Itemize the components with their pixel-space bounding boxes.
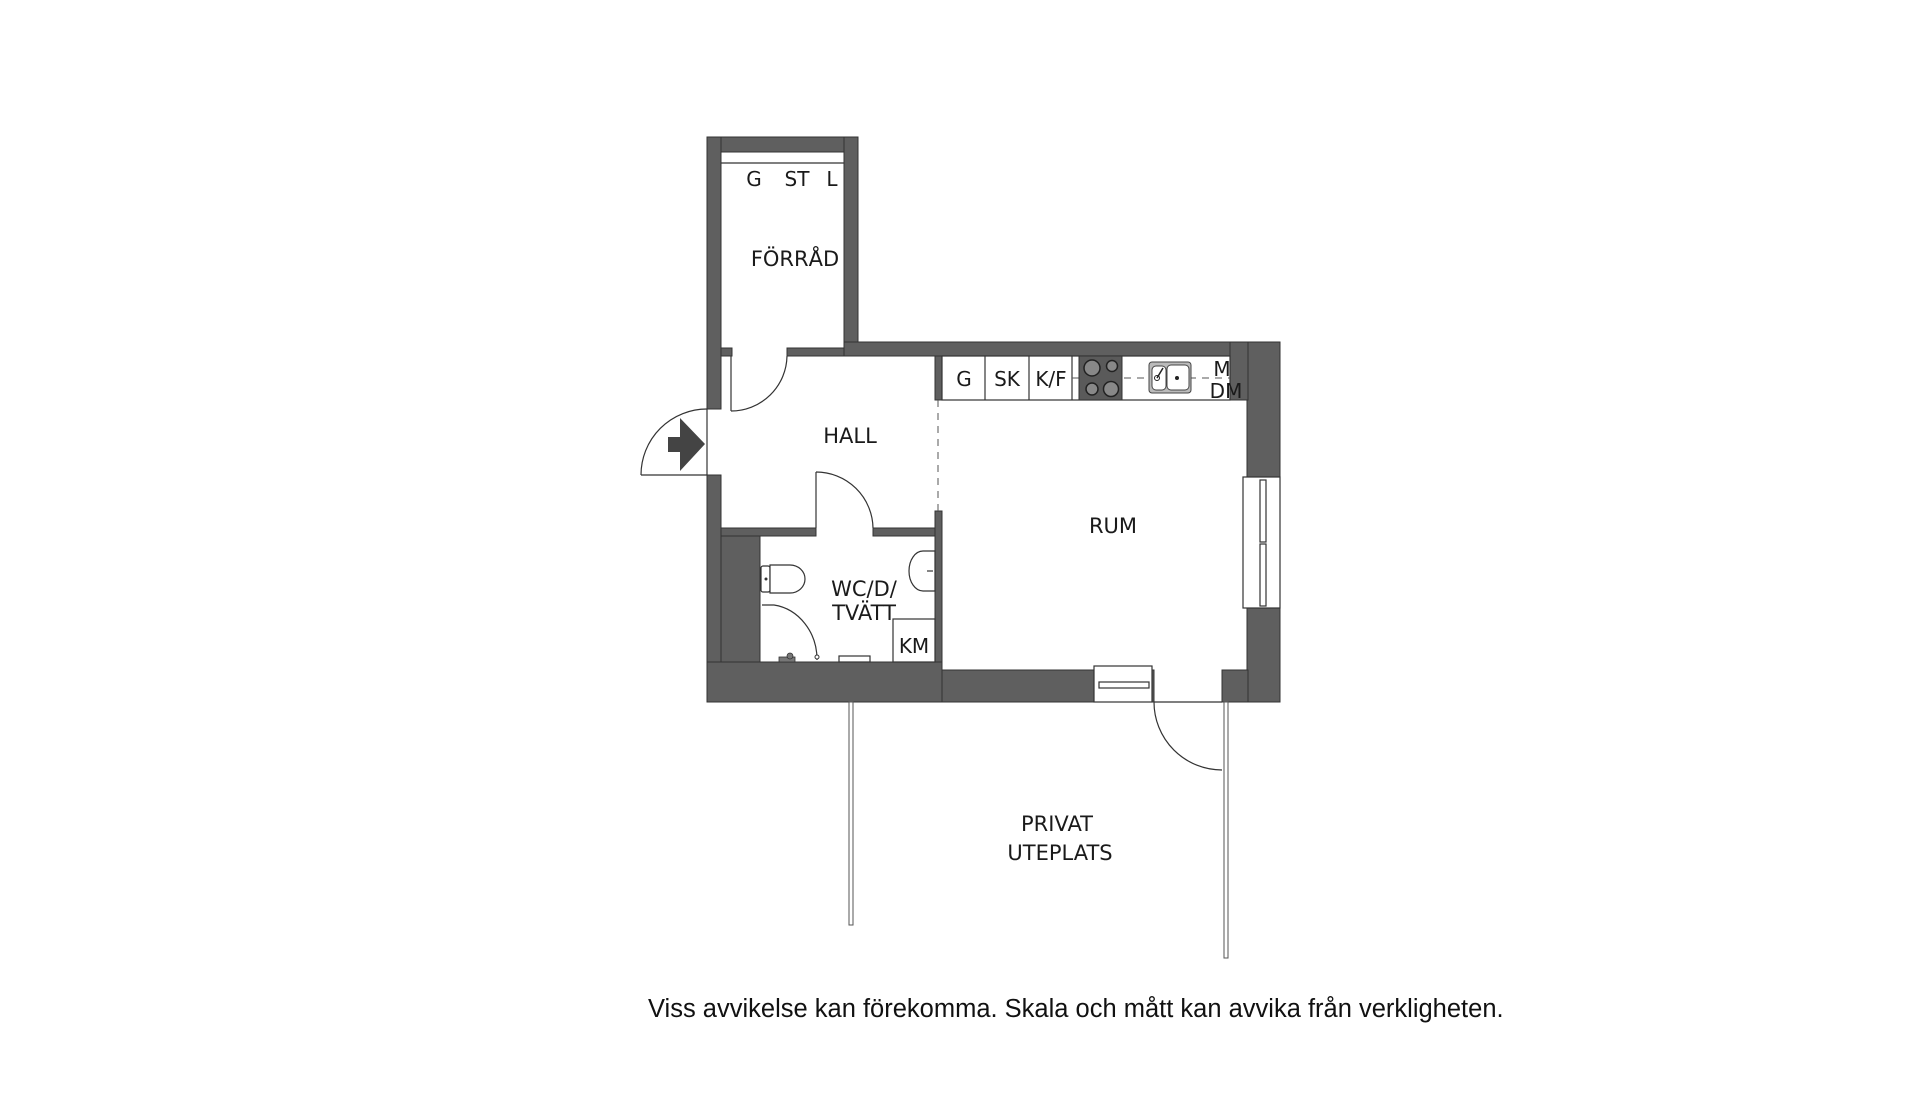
storage-fixture-label: L xyxy=(826,167,838,191)
disclaimer-caption: Viss avvikelse kan förekomma. Skala och … xyxy=(648,995,1504,1023)
bathroom-door xyxy=(815,471,874,529)
microwave-label: M xyxy=(1213,357,1230,381)
room-label-bathroom-2: TVÄTT xyxy=(831,600,896,625)
hall-wc-wall-left xyxy=(720,527,817,537)
shower-head-icon xyxy=(778,652,796,663)
storage-bottom-wall-left xyxy=(720,347,733,357)
walls xyxy=(706,136,1281,703)
entrance-arrow-icon xyxy=(668,418,705,471)
storage-right-wall xyxy=(843,136,859,357)
floor-drain xyxy=(838,655,871,663)
room-label-bathroom-1: WC/D/ xyxy=(831,577,898,601)
area-label-patio-2: UTEPLATS xyxy=(1007,841,1112,865)
washing-machine-label: KM xyxy=(899,634,929,658)
storage-top-wall xyxy=(706,136,859,153)
kitchen-counter xyxy=(941,355,1231,401)
storage-door xyxy=(730,355,788,412)
entry-door xyxy=(640,408,708,476)
main-top-wall xyxy=(843,341,1281,357)
right-wall-upper xyxy=(1246,341,1281,478)
storage-fixture-label: ST xyxy=(785,167,811,191)
area-label-patio-1: PRIVAT xyxy=(1021,812,1093,836)
washing-machine-box xyxy=(892,618,936,663)
dishwasher-label: DM xyxy=(1210,379,1243,403)
bottom-wall-left xyxy=(941,669,1095,703)
sink-icon xyxy=(1148,361,1192,394)
shower-curtain xyxy=(762,604,820,661)
patio-door xyxy=(1153,701,1223,771)
partition-wall xyxy=(934,510,943,671)
wc-bottom-wall xyxy=(706,661,943,703)
room-label-storage: FÖRRÅD xyxy=(751,245,839,271)
kitchen-fixture-label: SK xyxy=(994,367,1021,391)
room-label-room: RUM xyxy=(1089,514,1137,538)
kitchen-fixture-label: K/F xyxy=(1035,367,1066,391)
window-right xyxy=(1242,476,1281,609)
right-wall-lower xyxy=(1246,607,1281,703)
toilet-icon xyxy=(760,564,806,594)
right-wall-corner xyxy=(1221,669,1249,703)
patio-fence-left xyxy=(848,701,854,926)
washbasin-icon xyxy=(908,550,936,592)
window-bottom xyxy=(1093,665,1153,703)
hall-wc-wall-right xyxy=(872,527,943,537)
room-label-hall: HALL xyxy=(823,424,877,448)
patio-fence-right xyxy=(1223,701,1229,959)
kitchen-fixture-label: G xyxy=(956,367,972,391)
storage-fixture-label: G xyxy=(746,167,762,191)
counter-side-wall xyxy=(934,355,943,401)
left-wall-upper xyxy=(706,136,722,410)
